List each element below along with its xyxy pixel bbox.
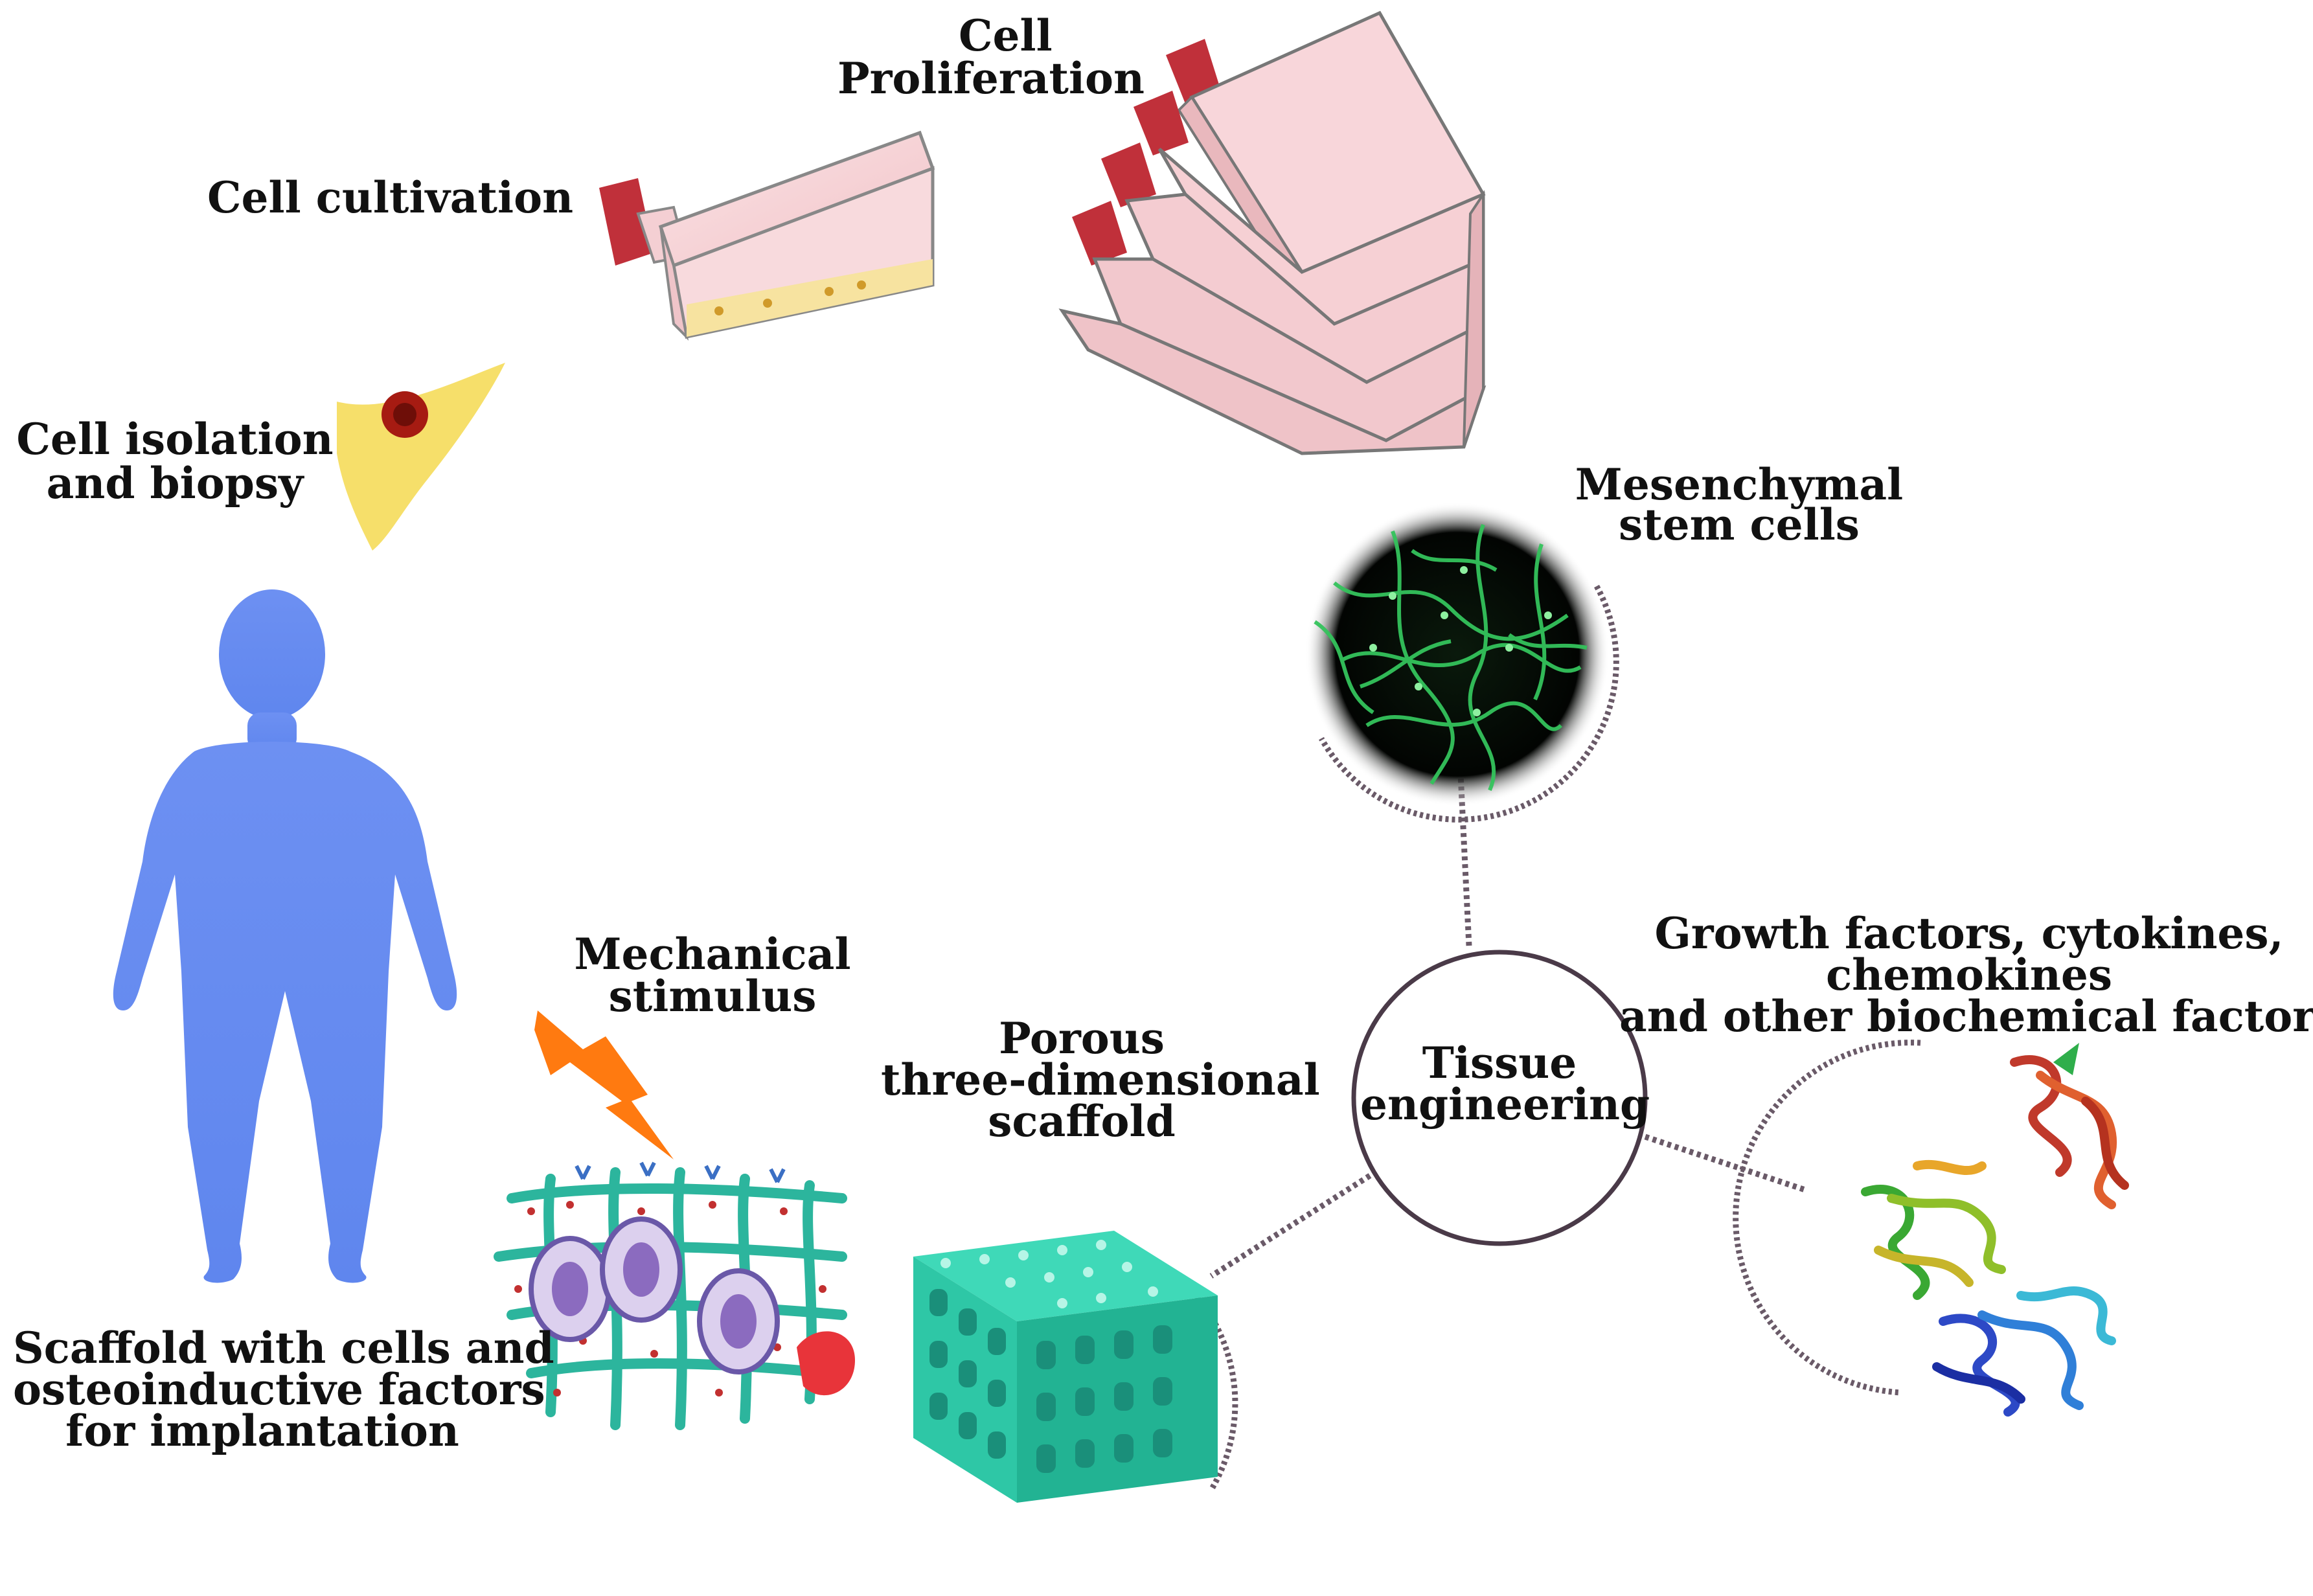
label-msc-line1: Mesenchymal	[1575, 459, 1904, 510]
growth-factor-arc	[1733, 1040, 1921, 1396]
label-scaffold-cells-line3: for implantation	[65, 1406, 459, 1456]
label-mechanical-line1: Mechanical	[574, 929, 851, 979]
cell-in-scaffold	[697, 1268, 780, 1374]
label-tissue-line2: engineering	[1360, 1079, 1650, 1130]
human-body-icon	[113, 589, 457, 1283]
label-mechanical-line2: stimulus	[608, 971, 817, 1021]
protein-structure-image	[1733, 1040, 2129, 1417]
label-growth-factors-line1: Growth factors, cytokines,	[1654, 908, 2284, 959]
connector-to-growth-factors	[1644, 1134, 1808, 1194]
isolated-cell-image	[337, 363, 505, 551]
label-scaffold-cells-line1: Scaffold with cells and	[13, 1323, 554, 1373]
label-cell-cultivation: Cell cultivation	[207, 172, 574, 223]
label-porous-line3: scaffold	[988, 1096, 1176, 1146]
cell-in-scaffold	[600, 1216, 683, 1323]
cell-in-scaffold	[529, 1236, 611, 1342]
culture-flask-image	[599, 130, 935, 341]
label-scaffold-cells-line2: osteoinductive factors	[13, 1364, 545, 1415]
stack-flask	[1166, 10, 1486, 288]
label-msc-line2: stem cells	[1619, 499, 1860, 550]
label-cell-isolation-line2: and biopsy	[46, 458, 304, 508]
label-porous-line1: Porous	[999, 1013, 1165, 1064]
connector-to-scaffold	[1209, 1173, 1372, 1279]
tissue-engineering-circle	[1351, 950, 1648, 1246]
label-cell-isolation-line1: Cell isolation	[16, 414, 334, 464]
implant-scaffold-image	[494, 1161, 855, 1430]
label-tissue-line1: Tissue	[1422, 1038, 1577, 1088]
lightning-icon	[534, 1010, 674, 1159]
label-growth-factors-line2: chemokines	[1826, 950, 2112, 1000]
label-cell-proliferation-line1: Cell	[959, 10, 1053, 61]
flask-stack-image	[1058, 10, 1487, 455]
msc-arc	[1319, 584, 1619, 823]
porous-scaffold-image	[913, 1231, 1238, 1503]
label-porous-line2: three-dimensional	[881, 1054, 1320, 1105]
msc-image	[1305, 502, 1619, 823]
label-cell-proliferation-line2: Proliferation	[837, 53, 1145, 104]
label-growth-factors-line3: and other biochemical factors	[1619, 991, 2313, 1042]
